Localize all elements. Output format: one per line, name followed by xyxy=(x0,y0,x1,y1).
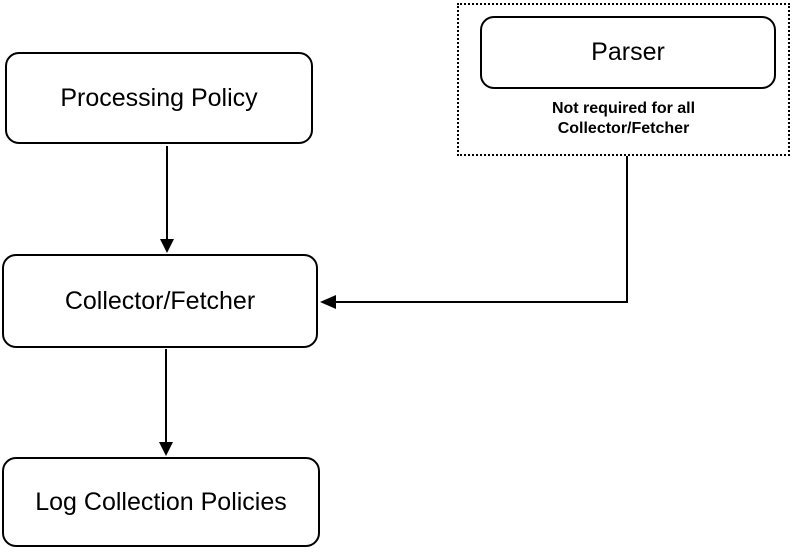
arrowhead-left-icon xyxy=(320,295,336,309)
parser-dotted-container: Parser Not required for all Collector/Fe… xyxy=(457,3,790,156)
node-collector-fetcher: Collector/Fetcher xyxy=(2,254,318,348)
parser-note-line1: Not required for all xyxy=(551,100,696,117)
node-log-collection-policies-label: Log Collection Policies xyxy=(35,487,287,516)
arrowhead-down-icon xyxy=(159,442,173,456)
edge-parser-to-collector xyxy=(320,156,628,309)
node-collector-fetcher-label: Collector/Fetcher xyxy=(64,286,256,315)
node-processing-policy-label: Processing Policy xyxy=(60,83,258,112)
parser-note-line2: Collector/Fetcher xyxy=(557,120,690,137)
node-parser: Parser xyxy=(480,16,776,89)
edge-processing-to-collector xyxy=(160,146,174,253)
arrowhead-down-icon xyxy=(160,239,174,253)
parser-note: Not required for all Collector/Fetcher xyxy=(459,99,788,139)
node-processing-policy: Processing Policy xyxy=(5,52,313,144)
node-log-collection-policies: Log Collection Policies xyxy=(2,457,320,547)
edge-collector-to-log xyxy=(159,349,173,456)
node-parser-label: Parser xyxy=(591,38,665,66)
